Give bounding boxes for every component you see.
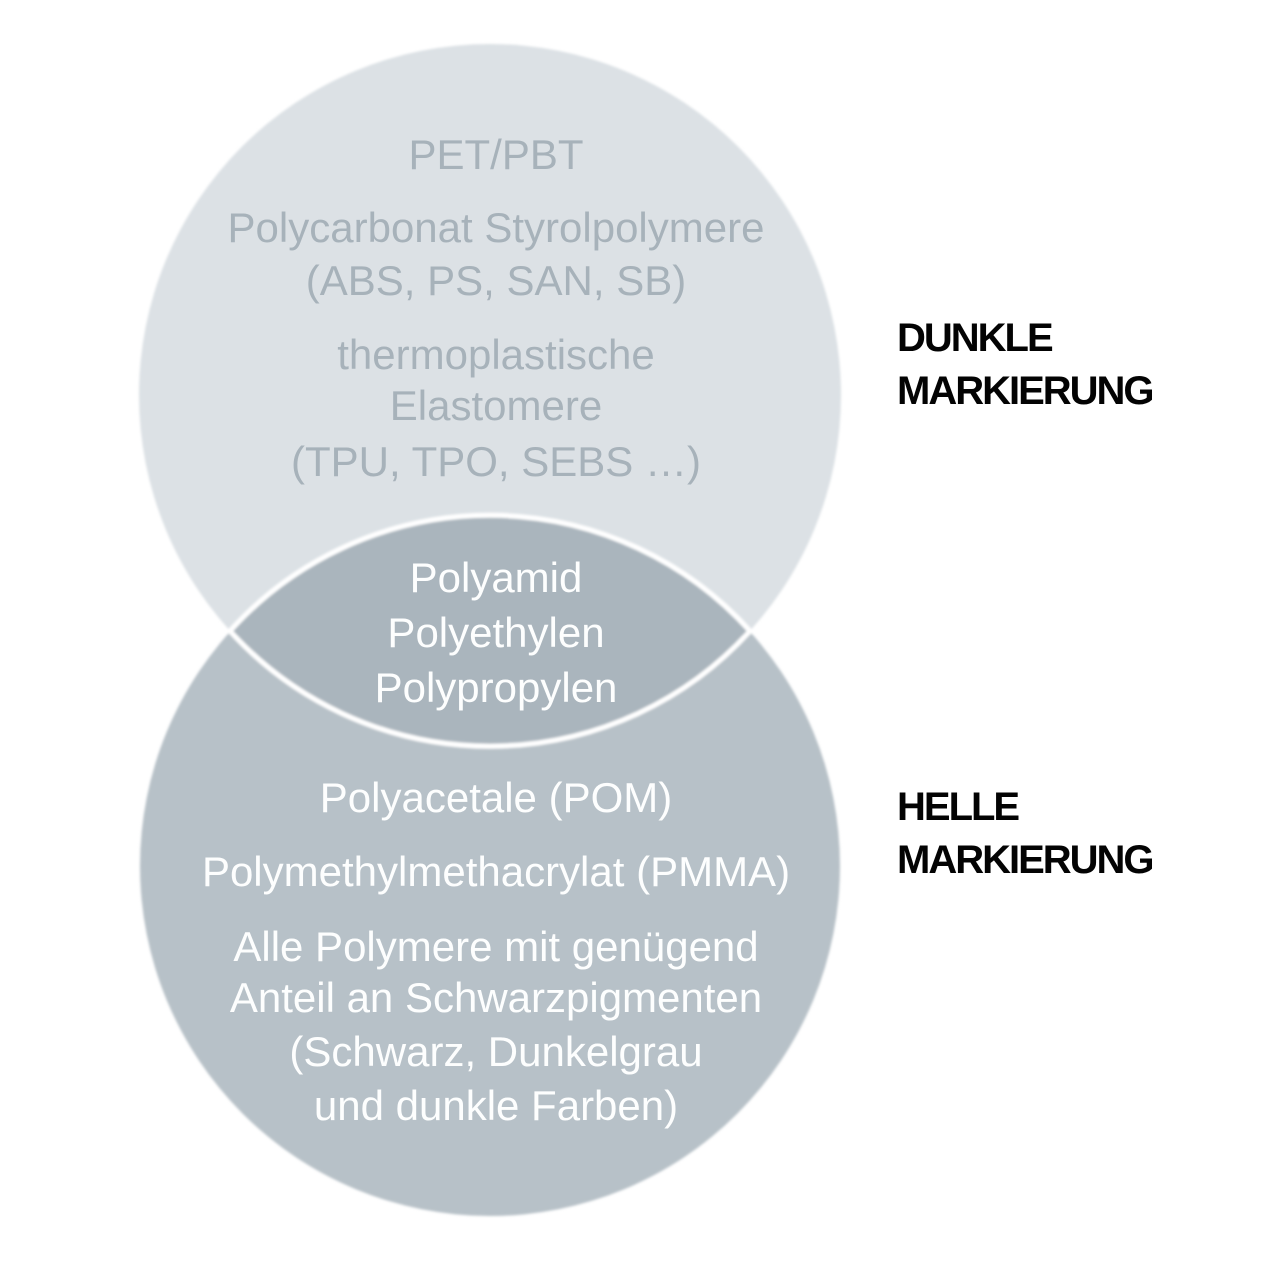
label-helle-line2: MARKIERUNG bbox=[897, 838, 1155, 882]
intersection-lens bbox=[226, 512, 754, 749]
bottom-circle-line: und dunkle Farben) bbox=[313, 1082, 679, 1129]
bottom-circle-line: Polymethylmethacrylat (PMMA) bbox=[201, 848, 791, 895]
top-circle-line: (ABS, PS, SAN, SB) bbox=[305, 257, 687, 304]
label-dunkle-line1: DUNKLE bbox=[897, 316, 1054, 360]
label-dunkle-line2: MARKIERUNG bbox=[897, 369, 1155, 413]
label-helle-markierung: HELLE MARKIERUNG bbox=[897, 781, 1155, 887]
bottom-circle-line: (Schwarz, Dunkelgrau bbox=[289, 1028, 703, 1075]
intersection-line: Polyamid bbox=[409, 554, 583, 601]
bottom-circle-line: Anteil an Schwarzpigmenten bbox=[229, 974, 763, 1021]
label-helle-line1: HELLE bbox=[897, 785, 1020, 829]
top-circle-line: thermoplastische bbox=[337, 331, 655, 378]
bottom-circle-line: Alle Polymere mit genügend bbox=[233, 923, 759, 970]
label-dunkle-markierung: DUNKLE MARKIERUNG bbox=[897, 312, 1155, 418]
intersection-line: Polypropylen bbox=[374, 664, 618, 711]
intersection-line: Polyethylen bbox=[387, 609, 605, 656]
top-circle-line: PET/PBT bbox=[408, 131, 584, 178]
bottom-circle-line: Polyacetale (POM) bbox=[319, 774, 673, 821]
top-circle-line: Polycarbonat Styrolpolymere bbox=[227, 204, 765, 251]
top-circle-line: (TPU, TPO, SEBS …) bbox=[291, 438, 701, 485]
top-circle-line: Elastomere bbox=[389, 382, 603, 429]
